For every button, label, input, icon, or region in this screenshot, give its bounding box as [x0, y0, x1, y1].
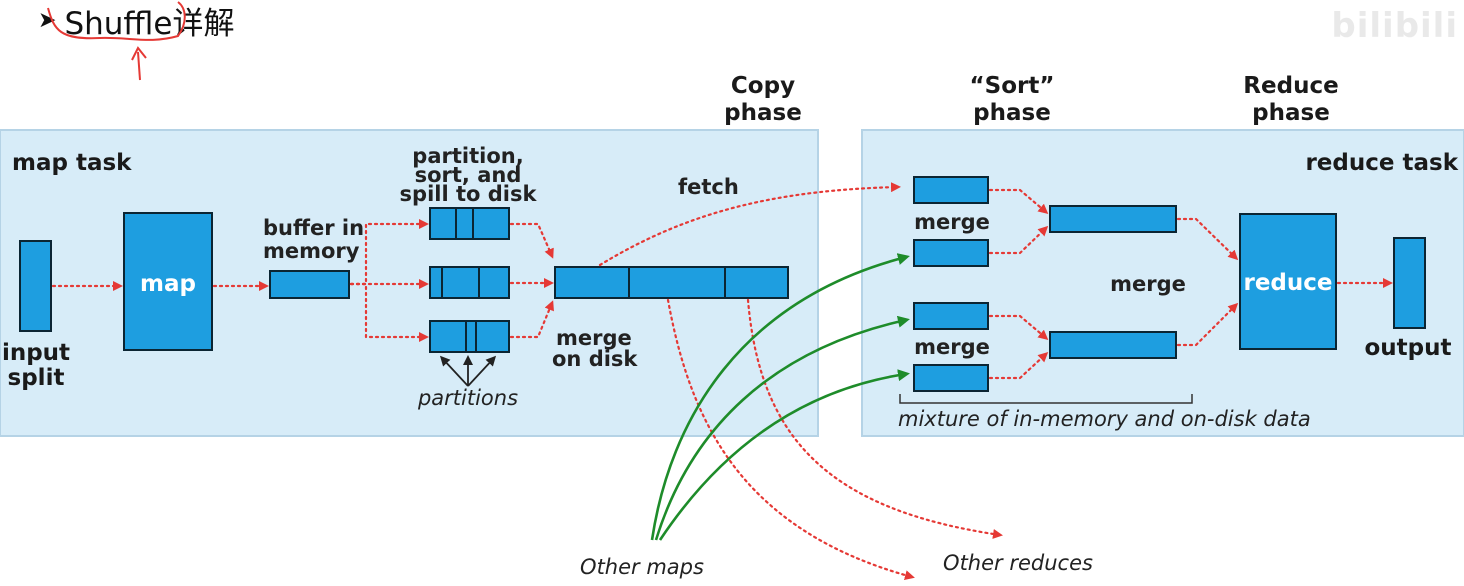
handwritten-annotation — [47, 1, 186, 81]
map-task-title: map task — [12, 150, 132, 176]
reduce-box-label: reduce — [1243, 270, 1332, 296]
partition-note-line1: partition, — [412, 144, 523, 168]
merge-on-disk-label-line1: merge — [556, 326, 632, 350]
reduce-phase-label-line1: Reduce — [1243, 73, 1338, 99]
output-label: output — [1364, 335, 1451, 361]
input-split-label-line2: split — [8, 365, 65, 391]
slide-heading: ➤ Shuffle详解 — [38, 0, 235, 42]
input-split-box — [19, 240, 52, 332]
slide-title: Shuffle详解 — [64, 5, 235, 42]
spill-file-1 — [429, 207, 510, 240]
merged-map-output — [554, 266, 789, 299]
reduce-box — [1239, 213, 1337, 350]
copied-segment-2 — [913, 239, 989, 267]
partition-note-line2: sort, and — [415, 163, 522, 187]
merge-on-disk-label-line2: on disk — [552, 347, 638, 371]
sort-phase-label-line1: “Sort” — [970, 73, 1055, 99]
bullet-arrow-icon: ➤ — [38, 7, 57, 32]
fetch-label: fetch — [678, 175, 739, 199]
buffer-label-line2: memory — [263, 239, 360, 263]
buffer-box — [269, 270, 350, 299]
reduce-phase-label-line2: phase — [1252, 100, 1330, 126]
partitions-pointer-arrows — [439, 355, 497, 387]
spill-file-3 — [429, 320, 510, 353]
other-reduces-label: Other reduces — [943, 551, 1093, 575]
copied-segment-1 — [913, 176, 989, 204]
sort-phase-label-line2: phase — [973, 100, 1051, 126]
merge-bottom-label: merge — [914, 335, 990, 359]
map-box — [123, 212, 213, 351]
merge-mid-label: merge — [1110, 272, 1186, 296]
copied-segment-4 — [913, 364, 989, 392]
copied-segment-3 — [913, 302, 989, 330]
mixture-bracket — [899, 394, 1193, 404]
copy-phase-label-line2: phase — [724, 100, 802, 126]
output-box — [1393, 237, 1426, 329]
other-maps-label: Other maps — [580, 555, 704, 579]
copy-phase-label-line1: Copy — [731, 73, 795, 99]
merged-segment-bottom — [1049, 331, 1177, 359]
mixture-label: mixture of in-memory and on-disk data — [898, 407, 1311, 431]
spill-file-2 — [429, 266, 510, 299]
merge-top-label: merge — [914, 210, 990, 234]
reduce-side-flow-arrows — [988, 188, 1393, 380]
buffer-label-line1: buffer in — [263, 216, 364, 240]
input-split-label-line1: input — [2, 340, 70, 366]
partition-note-line3: spill to disk — [400, 182, 538, 206]
watermark-logo: bilibili — [1331, 6, 1458, 46]
other-maps-arrows — [650, 253, 910, 541]
map-box-label: map — [140, 271, 196, 297]
partitions-label: partitions — [417, 386, 518, 410]
merged-segment-top — [1049, 205, 1177, 233]
reduce-task-title: reduce task — [1305, 150, 1458, 176]
map-side-flow-arrows — [51, 182, 1003, 580]
